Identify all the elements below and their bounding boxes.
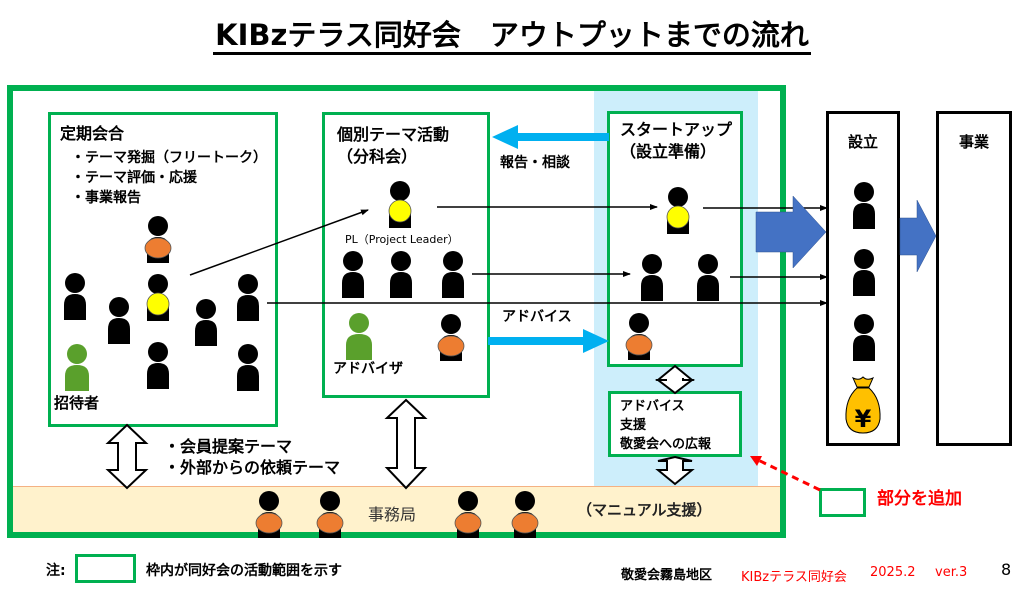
guest-label: 招待者 [54, 394, 100, 412]
page-title-text: KIBzテラス同好会 アウトプットまでの流れ [213, 18, 811, 55]
pl-label: PL（Project Leader） [345, 233, 459, 246]
startup-heading-line1: スタートアップ [620, 120, 733, 139]
startup-box: スタートアップ （設立準備） [607, 111, 743, 367]
guest-person-icon [65, 344, 89, 391]
office-band [13, 486, 780, 533]
support-line: 支援 [620, 418, 647, 433]
project-leader-icon [388, 181, 412, 228]
person-icon [853, 249, 875, 296]
page-number: 8 [1001, 560, 1012, 579]
person-icon [195, 299, 217, 346]
big-arrow-to-establishment [755, 195, 827, 269]
double-arrow-startup-support [655, 364, 695, 395]
project-leader-icon [666, 187, 690, 234]
advisor-person-icon [346, 313, 372, 360]
establishment-heading: 設立 [847, 133, 878, 151]
office-label: 事務局 [368, 505, 417, 524]
svg-text:¥: ¥ [855, 405, 872, 433]
footer-date: 2025.2 [870, 565, 916, 580]
business-box: 事業 [936, 111, 1012, 446]
person-icon-yellow [146, 274, 170, 321]
big-arrow-to-business [899, 199, 937, 273]
theme-item: ・会員提案テーマ [164, 437, 293, 456]
startup-heading: スタートアップ （設立準備） [620, 119, 732, 163]
theme-item: ・外部からの依頼テーマ [164, 458, 341, 477]
person-icon [237, 344, 259, 391]
added-part-legend-label: 部分を追加 [877, 489, 962, 509]
themes-list: ・会員提案テーマ ・外部からの依頼テーマ [164, 436, 340, 478]
added-part-pointer-head [750, 456, 762, 466]
note-prefix: 注: [46, 563, 66, 579]
support-line: 敬愛会への広報 [620, 437, 712, 452]
theme-activity-heading-line2: （分科会） [337, 147, 418, 166]
person-icon-orange [625, 313, 653, 360]
note-frame-swatch [75, 554, 136, 583]
manual-support-label: （マニュアル支援） [577, 501, 712, 519]
regular-meeting-item: ・事業報告 [71, 190, 141, 206]
office-staff-icon [454, 491, 482, 538]
regular-meeting-heading: 定期会合 [60, 124, 125, 143]
page-title: KIBzテラス同好会 アウトプットまでの流れ [0, 12, 1024, 55]
double-arrow-meeting-office [105, 423, 149, 490]
person-icon [108, 297, 130, 344]
added-part-pointer [755, 457, 821, 492]
note-text: 枠内が同好会の活動範囲を示す [146, 563, 342, 579]
club-activity-frame [7, 85, 786, 538]
person-icon-orange [144, 216, 172, 263]
person-icon [390, 251, 412, 298]
person-icon [641, 254, 663, 301]
regular-meeting-item: ・テーマ評価・応援 [71, 170, 197, 186]
person-icon [853, 314, 875, 361]
double-arrow-theme-office [384, 398, 428, 490]
added-part-legend-swatch [819, 488, 866, 517]
connector-line [189, 209, 369, 276]
theme-activity-heading-line1: 個別テーマ活動 [337, 125, 450, 144]
support-lines: アドバイス 支援 敬愛会への広報 [620, 397, 711, 454]
yen-money-bag-icon: ¥ [845, 376, 881, 434]
person-icon [64, 273, 86, 320]
person-icon [442, 251, 464, 298]
person-icon [697, 254, 719, 301]
advisor-label: アドバイザ [333, 361, 403, 377]
regular-meeting-items: ・テーマ発掘（フリートーク） ・テーマ評価・応援 ・事業報告 [71, 148, 267, 208]
report-consult-arrow [492, 125, 609, 149]
advice-arrow [488, 329, 609, 353]
double-arrow-support-office [655, 455, 695, 486]
office-staff-icon [255, 491, 283, 538]
report-consult-label: 報告・相談 [500, 155, 570, 171]
regular-meeting-item: ・テーマ発掘（フリートーク） [71, 150, 267, 166]
footer-club: KIBzテラス同好会 [741, 570, 847, 585]
theme-activity-heading: 個別テーマ活動 （分科会） [337, 124, 449, 168]
footer-org: 敬愛会霧島地区 [621, 568, 713, 583]
office-staff-icon [316, 491, 344, 538]
business-heading: 事業 [958, 133, 989, 151]
person-icon [237, 274, 259, 321]
person-icon [342, 251, 364, 298]
advice-arrow-label: アドバイス [502, 309, 572, 325]
startup-heading-line2: （設立準備） [620, 142, 717, 161]
office-staff-icon [511, 491, 539, 538]
footer-version: ver.3 [935, 565, 968, 580]
support-line: アドバイス [620, 399, 685, 414]
person-icon [147, 342, 169, 389]
person-icon-orange [437, 314, 465, 361]
person-icon [853, 182, 875, 229]
